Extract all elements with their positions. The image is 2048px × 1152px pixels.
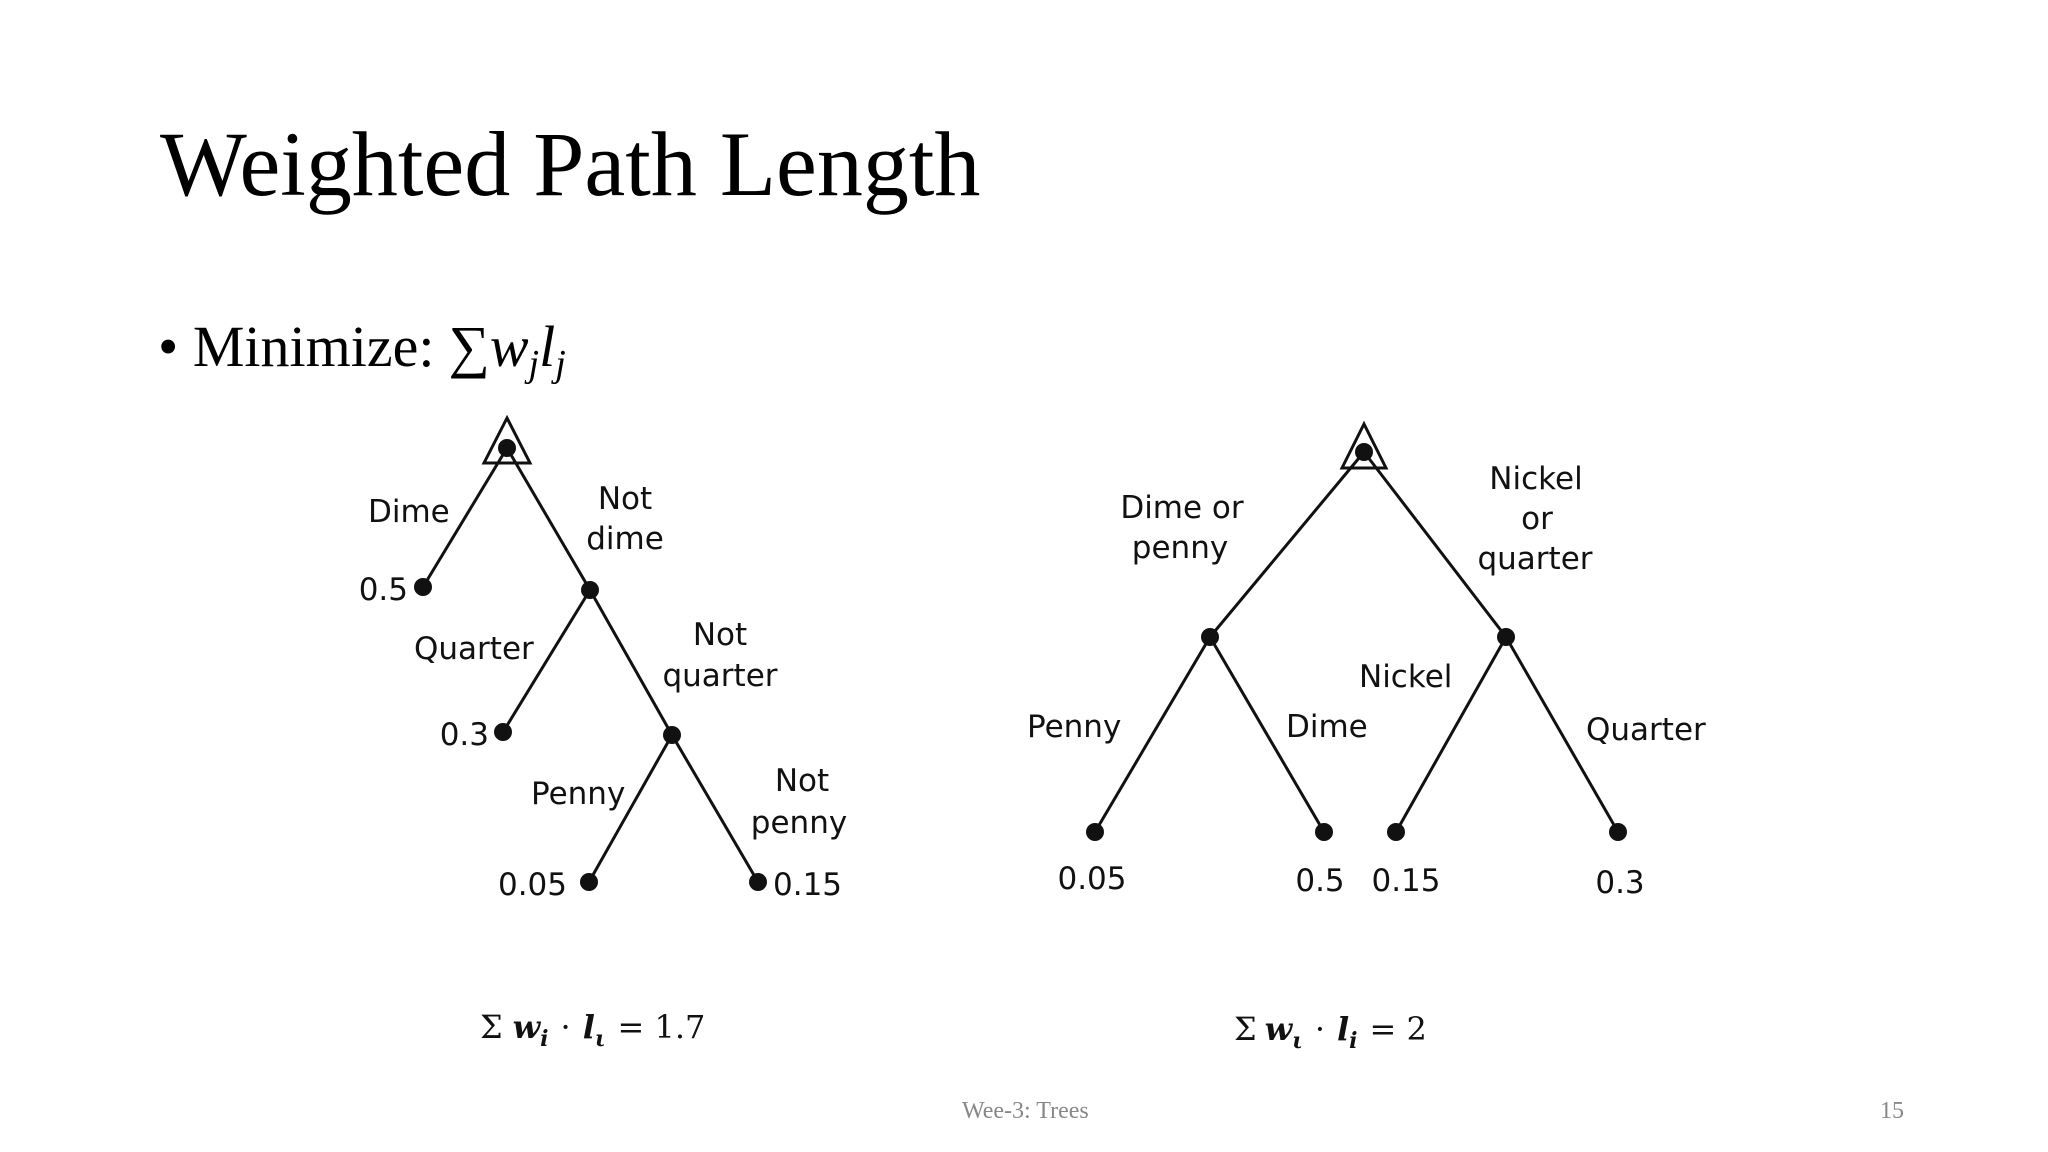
bullet-minimize: • Minimize:∑wjlj — [158, 318, 566, 385]
left-edge-quarter — [501, 589, 592, 733]
right-leaf-nickel — [1387, 823, 1405, 841]
right-label-penny: Penny — [1027, 709, 1121, 745]
length-var: l — [539, 314, 556, 379]
left-leaf-penny — [580, 873, 598, 891]
right-edge-dime-or-penny — [1208, 451, 1366, 638]
right-edge-nickel — [1394, 636, 1508, 833]
left-value-nickel: 0.15 — [773, 867, 842, 903]
left-label-dime: Dime — [368, 494, 450, 530]
left-edge-dime — [421, 447, 509, 588]
footer-title: Wee-3: Trees — [962, 1098, 1089, 1124]
left-node-2 — [663, 726, 681, 744]
left-leaf-quarter — [494, 723, 512, 741]
right-value-quarter: 0.3 — [1595, 865, 1644, 901]
right-root-triangle-icon — [1339, 420, 1389, 470]
left-leaf-dime — [414, 578, 432, 596]
right-label-quarter: Quarter — [1586, 712, 1706, 748]
left-edge-not-penny — [670, 734, 760, 883]
left-label-not-dime-1: Not — [598, 481, 652, 517]
left-label-quarter: Quarter — [414, 631, 534, 667]
sum-symbol: ∑ — [448, 314, 490, 379]
left-value-penny: 0.05 — [498, 867, 567, 903]
right-label-nickel-or-quarter-1: Nickel — [1489, 461, 1582, 497]
left-formula-result: = 1.7 — [618, 1008, 706, 1046]
left-formula-w: w — [513, 1008, 542, 1046]
right-edge-nickel-or-quarter — [1362, 451, 1508, 638]
right-label-dime: Dime — [1286, 709, 1368, 745]
left-label-not-quarter-1: Not — [693, 617, 747, 653]
bullet-marker: • — [158, 314, 179, 379]
weight-sub: j — [528, 343, 540, 385]
right-value-dime: 0.5 — [1295, 863, 1344, 899]
left-edge-not-quarter — [588, 589, 674, 736]
right-formula-l-sub: i — [1349, 1028, 1357, 1054]
left-label-not-quarter-2: quarter — [662, 658, 777, 694]
left-tree: Dime Not dime Quarter Not quarter Penny … — [359, 414, 847, 1052]
right-formula-result: = 2 — [1370, 1010, 1427, 1048]
right-edge-quarter — [1504, 636, 1620, 833]
right-formula-sigma: Σ — [1234, 1010, 1257, 1048]
right-label-dime-or-penny-1: Dime or — [1120, 490, 1244, 526]
left-label-not-penny-1: Not — [775, 763, 829, 799]
left-leaf-nickel — [749, 873, 767, 891]
left-node-1 — [581, 581, 599, 599]
left-label-not-dime-2: dime — [586, 521, 664, 557]
left-root-triangle-icon — [481, 414, 533, 465]
right-tree: Dime or penny Nickel or quarter Penny Di… — [1027, 420, 1706, 1054]
right-formula-dot: · — [1315, 1010, 1325, 1048]
right-label-nickel-or-quarter-2: or — [1521, 501, 1553, 537]
right-formula-w: w — [1265, 1010, 1294, 1048]
left-root-node — [498, 439, 516, 457]
right-label-nickel-or-quarter-3: quarter — [1477, 541, 1592, 577]
right-formula-w-sub: ι — [1292, 1028, 1303, 1054]
right-leaf-quarter — [1609, 823, 1627, 841]
right-label-dime-or-penny-2: penny — [1132, 530, 1228, 566]
right-leaf-penny — [1086, 823, 1104, 841]
weight-var: w — [489, 314, 529, 379]
right-node-right — [1497, 628, 1515, 646]
left-value-quarter: 0.3 — [440, 717, 489, 753]
length-sub: j — [555, 343, 566, 385]
right-label-nickel: Nickel — [1359, 659, 1452, 695]
right-edge-penny — [1093, 636, 1212, 833]
bullet-text: Minimize: — [192, 314, 435, 379]
left-label-not-penny-2: penny — [751, 805, 847, 841]
right-leaf-dime — [1315, 823, 1333, 841]
left-edge-penny — [587, 734, 674, 883]
left-edge-not-dime — [505, 447, 592, 591]
right-edge-dime — [1208, 636, 1326, 833]
right-value-penny: 0.05 — [1057, 861, 1126, 897]
left-label-penny: Penny — [531, 776, 625, 812]
slide-title: Weighted Path Length — [160, 113, 981, 215]
left-formula-l: l — [583, 1008, 595, 1046]
page-number: 15 — [1880, 1098, 1904, 1124]
right-value-nickel: 0.15 — [1371, 863, 1440, 899]
right-node-left — [1201, 628, 1219, 646]
left-formula-l-sub: ι — [595, 1026, 606, 1052]
right-formula-l: l — [1337, 1010, 1349, 1048]
right-root-node — [1355, 443, 1373, 461]
left-value-dime: 0.5 — [359, 572, 408, 608]
left-formula-sigma: Σ — [480, 1008, 503, 1046]
left-formula-dot: · — [561, 1008, 571, 1046]
left-formula-w-sub: i — [540, 1026, 548, 1052]
